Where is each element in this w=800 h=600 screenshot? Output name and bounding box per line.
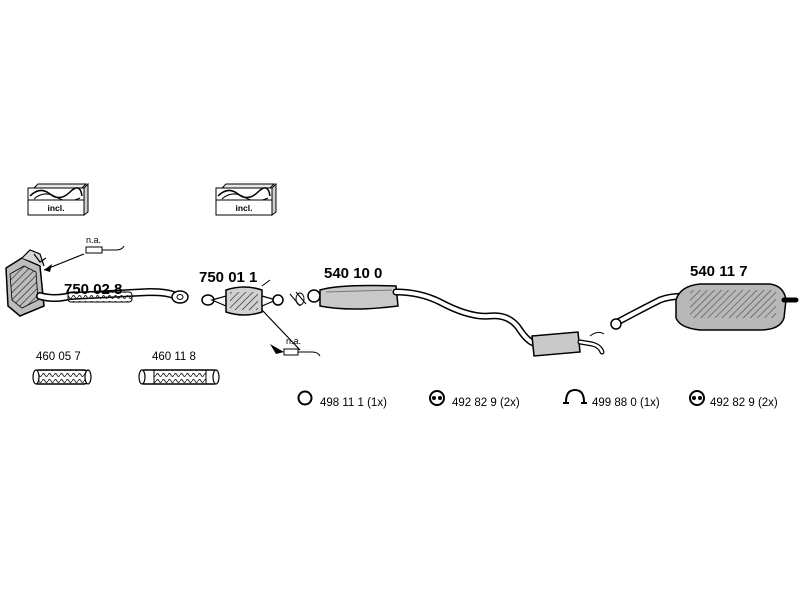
ring-icon [297,390,313,406]
sensor-label: n.a. [86,235,101,245]
part-number-rear-silencer: 540 11 7 [690,263,748,280]
rubber-mount-icon [429,390,445,406]
accessory-ring: 498 11 1 (1x) [297,390,387,409]
accessory-code: 498 11 1 (1x) [320,397,387,409]
part-number-front-pipe: 750 02 8 [64,281,122,298]
oxygen-sensor-1: n.a. [43,235,125,272]
mounting-kit-box-2: incl. [215,182,277,216]
oxygen-sensor-2: n.a. [261,279,321,357]
part-number-flex-pipe-1: 460 05 7 [36,351,81,363]
flex-pipe-1: 460 05 7 [32,351,92,385]
catalytic-converter: 750 01 1 [199,269,284,316]
part-number-center-silencer: 540 10 0 [324,265,382,282]
front-pipe: 750 02 8 [36,281,189,304]
sensor-label: n.a. [286,336,301,346]
clamp-icon [563,388,587,404]
rear-silencer: 540 11 7 [610,263,799,331]
manifold-catalyst [5,249,47,317]
accessory-clamp: 499 88 0 (1x) [563,388,660,409]
kit-label: incl. [235,203,252,213]
accessory-code: 499 88 0 (1x) [592,397,660,409]
accessory-code: 492 82 9 (2x) [452,397,520,409]
accessory-rubber-mount-2: 492 82 9 (2x) [689,390,778,409]
mounting-kit-box-1: incl. [27,182,89,216]
accessory-rubber-mount-1: 492 82 9 (2x) [429,390,520,409]
kit-label: incl. [47,203,64,213]
rubber-mount-icon [689,390,705,406]
part-number-catalyst: 750 01 1 [199,269,257,286]
part-number-flex-pipe-2: 460 11 8 [152,351,196,363]
center-silencer: 540 10 0 [307,265,605,357]
gasket [289,291,307,307]
accessory-code: 492 82 9 (2x) [710,397,778,409]
flex-pipe-2: 460 11 8 [138,351,220,385]
